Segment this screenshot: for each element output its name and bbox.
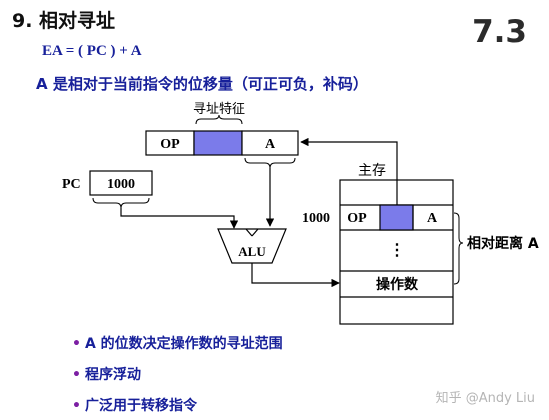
a-brace — [244, 157, 296, 169]
mem-to-instr-arrow — [300, 137, 398, 205]
bullet-item-3: •广泛用于转移指令 — [72, 395, 197, 415]
mem-addr-label: 1000 — [302, 211, 330, 226]
instr-a-label: A — [265, 137, 276, 152]
watermark: 知乎 @Andy Liu — [435, 391, 535, 406]
section-number: 7.3 — [472, 14, 527, 50]
pc-brace — [92, 197, 150, 209]
distance-label: 相对距离 A — [467, 235, 539, 252]
pc-register — [89, 170, 153, 196]
alu-notch-right — [251, 228, 259, 237]
formula: EA = ( PC ) + A — [42, 43, 142, 59]
bullet-text: 程序浮动 — [84, 367, 141, 383]
mem-op-label: OP — [347, 211, 367, 226]
bullet-item-2: •程序浮动 — [72, 364, 141, 384]
bullet-dot: • — [72, 336, 81, 352]
pc-label: PC — [62, 177, 81, 192]
addr-feature-label: 寻址特征 — [193, 102, 245, 117]
operand-label: 操作数 — [376, 276, 419, 293]
alu-to-operand-arrow — [251, 263, 340, 288]
bullet-item-1: •A 的位数决定操作数的寻址范围 — [72, 333, 283, 353]
alu-label: ALU — [238, 244, 266, 259]
mem-addr-feature-cell — [379, 204, 414, 231]
bullet-text: A 的位数决定操作数的寻址范围 — [84, 336, 283, 352]
page-title: 9. 相对寻址 — [12, 10, 116, 32]
pc-value: 1000 — [107, 177, 135, 192]
instr-op-label: OP — [160, 137, 180, 152]
memory-label: 主存 — [358, 163, 386, 179]
bullet-dot: • — [72, 367, 81, 383]
addr-feature-brace — [195, 114, 243, 125]
instr-addr-feature-cell — [193, 130, 243, 156]
bullet-text: 广泛用于转移指令 — [84, 398, 197, 414]
alu-unit — [217, 228, 287, 264]
distance-brace — [453, 212, 464, 285]
description: A 是相对于当前指令的位移量（可正可负，补码） — [36, 75, 368, 93]
mem-a-label: A — [427, 211, 438, 226]
bullet-dot: • — [72, 398, 81, 414]
pc-to-alu-arrow — [120, 208, 239, 229]
mem-dots: ⋮ — [389, 242, 405, 259]
alu-notch-left — [245, 228, 253, 237]
instr-a-cell — [241, 130, 299, 156]
